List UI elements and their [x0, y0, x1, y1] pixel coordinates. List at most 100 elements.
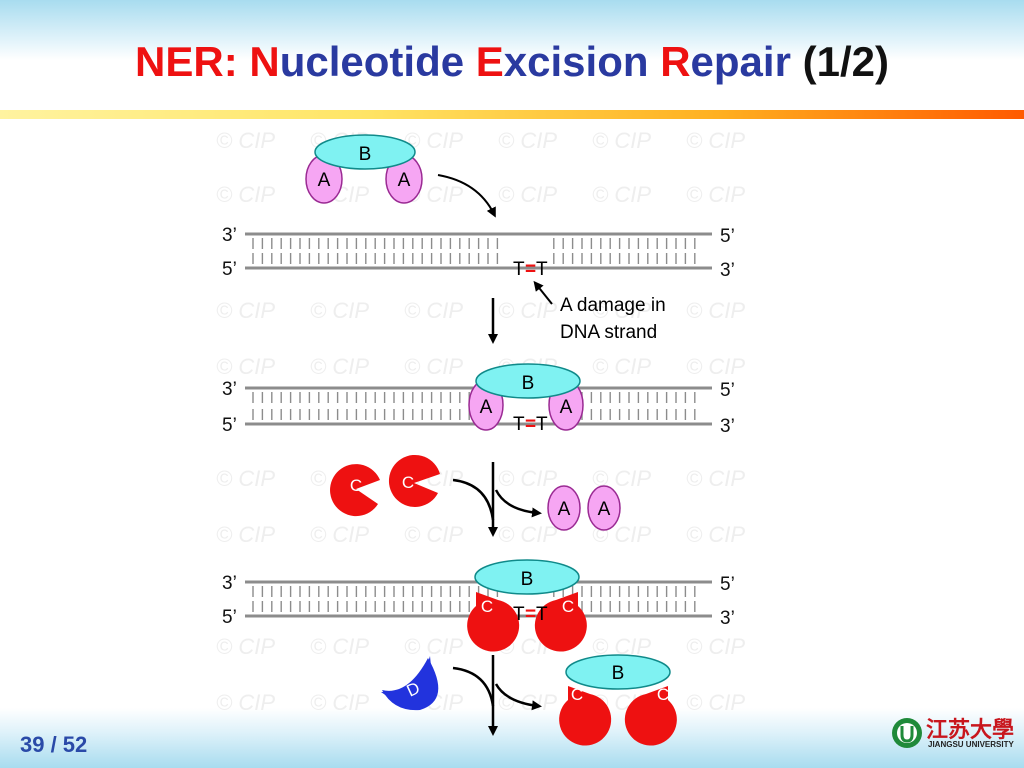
protein-b-bound-2-label: B	[521, 569, 534, 590]
watermark-text: © CIP	[216, 128, 275, 153]
watermark-text: © CIP	[686, 354, 745, 379]
strand-end-right-bottom: 3’	[720, 608, 735, 629]
title-initial-e: E	[475, 38, 504, 85]
protein-b-released	[565, 654, 671, 690]
protein-b	[314, 134, 416, 170]
damage-base-t-left: T	[513, 259, 525, 280]
title-word-nucleotide: ucleotide	[279, 38, 476, 85]
damage-note-line1: A damage in	[560, 295, 666, 316]
watermark-text: © CIP	[686, 634, 745, 659]
protein-b-released-label: B	[612, 663, 625, 684]
watermark-text: © CIP	[686, 522, 745, 547]
protein-a-released-left-label: A	[558, 499, 571, 520]
protein-c-released-right	[624, 686, 677, 746]
watermark-text: © CIP	[686, 128, 745, 153]
watermark-text: © CIP	[592, 298, 651, 323]
watermark-text: © CIP	[686, 690, 745, 715]
protein-a-right-label: A	[398, 170, 411, 191]
watermark-text: © CIP	[310, 522, 369, 547]
watermark-text: © CIP	[498, 182, 557, 207]
page-number: 39 / 52	[20, 732, 88, 757]
watermark-text: © CIP	[592, 354, 651, 379]
watermark-text: © CIP	[498, 128, 557, 153]
protein-b-label: B	[359, 144, 372, 165]
watermark-text: © CIP	[216, 522, 275, 547]
damage-note-line2: DNA strand	[560, 322, 657, 343]
damage-annotation: T = T A damage in DNA strand	[513, 259, 666, 343]
protein-b-bound	[475, 363, 581, 399]
release-arrow-outgoing	[494, 683, 542, 711]
title-part-indicator: (1/2)	[802, 38, 889, 85]
watermark-text: © CIP	[216, 690, 275, 715]
watermark-text: © CIP	[216, 634, 275, 659]
step3-exchange: C C A A	[330, 454, 621, 537]
step1-abc-complex: B A A	[305, 134, 423, 204]
protein-c-free-right-label: C	[402, 473, 414, 492]
header-band	[0, 0, 1024, 60]
damage-base-t-left-3: T	[513, 604, 525, 625]
protein-c-released-left	[559, 686, 612, 746]
watermark-text: © CIP	[216, 354, 275, 379]
strand-end-right-bottom: 3’	[720, 416, 735, 437]
protein-c-released-left-label: C	[571, 685, 583, 704]
university-name-cn: 江苏大學	[926, 717, 1015, 743]
damage-base-t-right-2: T	[536, 414, 548, 435]
title-word-repair: epair	[690, 38, 803, 85]
protein-c-bound-left	[467, 592, 520, 652]
watermark-text: © CIP	[310, 634, 369, 659]
protein-d-body	[382, 658, 439, 711]
watermark-text: © CIP	[498, 690, 557, 715]
title-word-excision: xcision	[503, 38, 661, 85]
watermark-text: © CIP	[216, 182, 275, 207]
protein-c-released-right-label: C	[657, 685, 669, 704]
watermark-text: © CIP	[592, 182, 651, 207]
title-initial-n: N	[249, 38, 280, 85]
damage-crosslink-2: =	[525, 414, 536, 435]
strand-end-left-bottom: 5’	[222, 607, 237, 628]
protein-b-bound-label: B	[522, 373, 535, 394]
strand-end-left-top: 3’	[222, 379, 237, 400]
protein-c-free-left	[330, 464, 380, 517]
damage-base-t-right-3: T	[536, 604, 548, 625]
watermark-text: © CIP	[404, 354, 463, 379]
strand-end-right-top: 5’	[720, 574, 735, 595]
strand-end-left-bottom: 5’	[222, 415, 237, 436]
strand-end-left-bottom: 5’	[222, 259, 237, 280]
protein-c-bound-right-label: C	[562, 597, 574, 616]
damage-base-t-left-2: T	[513, 414, 525, 435]
strand-end-left-top: 3’	[222, 225, 237, 246]
title-divider	[0, 110, 1024, 119]
university-emblem-icon	[892, 718, 922, 748]
protein-a-released-left	[547, 485, 581, 531]
watermark-text: © CIP	[310, 690, 369, 715]
step2-bound-complex: T = T B A A	[468, 363, 584, 435]
watermark-text: © CIP	[404, 634, 463, 659]
watermark-text: © CIP	[404, 298, 463, 323]
protein-c-free-right	[388, 454, 440, 507]
watermark-text: © CIP	[310, 354, 369, 379]
title-acronym: NER	[135, 38, 224, 85]
strand-end-right-top: 5’	[720, 380, 735, 401]
dna-duplex-1: 3’ 5’ 5’ 3’	[222, 225, 735, 281]
damage-crosslink-3: =	[525, 604, 536, 625]
strand-end-right-top: 5’	[720, 226, 735, 247]
watermark-text: © CIP	[216, 466, 275, 491]
slide-title: NER: Nucleotide Excision Repair (1/2)	[0, 38, 1024, 86]
protein-a-left-bound-label: A	[480, 397, 493, 418]
university-name-en: JIANGSU UNIVERSITY	[928, 740, 1014, 749]
strand-end-left-top: 3’	[222, 573, 237, 594]
watermark-text: © CIP	[216, 298, 275, 323]
protein-a-left-label: A	[318, 170, 331, 191]
strand-end-right-bottom: 3’	[720, 260, 735, 281]
watermark-text: © CIP	[498, 466, 557, 491]
damage-pointer-arrow	[533, 280, 553, 305]
watermark-text: © CIP	[404, 522, 463, 547]
watermark-text: © CIP	[686, 466, 745, 491]
watermark-text: © CIP	[498, 522, 557, 547]
watermark-text: © CIP	[592, 128, 651, 153]
watermark-text: © CIP	[686, 298, 745, 323]
step5-exchange: D C C B	[381, 654, 677, 746]
protein-a-right-bound-label: A	[560, 397, 573, 418]
protein-c-bound-left-label: C	[481, 597, 493, 616]
